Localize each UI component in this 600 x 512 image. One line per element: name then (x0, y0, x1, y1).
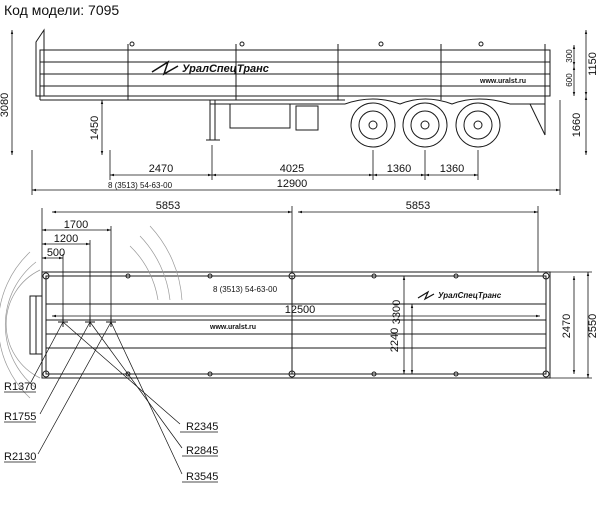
dim-width-2470: 2470 (561, 314, 573, 338)
side-stakes (127, 41, 546, 100)
dim-1700: 1700 (64, 219, 88, 231)
radius-r2345: R2345 (186, 421, 218, 433)
dim-inner-width: 2240 (389, 328, 401, 352)
dim-height-total: 3080 (0, 93, 11, 117)
side-brand-text: УралСпецТранс (182, 63, 269, 75)
side-body-outline (39, 49, 551, 97)
dim-body-length: 12500 (285, 304, 316, 316)
top-brand-text: УралСпецТранс (438, 291, 502, 300)
dim-1200: 1200 (54, 233, 78, 245)
side-website: www.uralst.ru (479, 78, 526, 85)
side-view (35, 28, 551, 148)
side-phone: 8 (3513) 54-63-00 (108, 181, 173, 190)
dim-1360-a: 1360 (387, 163, 411, 175)
dim-half-left: 5853 (156, 200, 180, 212)
top-corner-posts (42, 272, 550, 378)
model-code-label: Код модели: 7095 (4, 2, 120, 18)
side-tank (295, 105, 319, 131)
side-toolbox (229, 103, 291, 129)
top-phone: 8 (3513) 54-63-00 (213, 285, 278, 294)
radius-r2130: R2130 (4, 451, 36, 463)
top-brand-logo: УралСпецТранс (417, 290, 502, 301)
dim-rear-300: 300 (565, 49, 574, 63)
radius-r3545: R3545 (186, 471, 218, 483)
front-bulkhead (35, 28, 45, 97)
dim-4025: 4025 (280, 163, 304, 175)
dim-rear-1660: 1660 (571, 113, 583, 137)
radius-leaders (4, 321, 218, 483)
dim-2470-side: 2470 (149, 163, 173, 175)
top-view (0, 225, 551, 399)
dim-rear-600: 600 (565, 73, 574, 87)
dim-rear-1150: 1150 (587, 52, 599, 76)
side-wheels (350, 102, 501, 148)
radius-r1755: R1755 (4, 411, 36, 423)
dim-half-right: 5853 (406, 200, 430, 212)
radius-r1370: R1370 (4, 381, 36, 393)
dim-3300: 3300 (391, 300, 403, 324)
dim-overall-length: 12900 (277, 178, 308, 190)
dim-500: 500 (47, 247, 65, 259)
radius-r2845: R2845 (186, 445, 218, 457)
dim-width-2550: 2550 (587, 314, 599, 338)
top-website: www.uralst.ru (209, 324, 256, 331)
side-brand-logo: УралСпецТранс (151, 60, 269, 76)
dim-1360-b: 1360 (440, 163, 464, 175)
top-body-outline (41, 271, 551, 379)
turning-arcs (0, 225, 183, 399)
dim-kingpin-height: 1450 (89, 116, 101, 140)
